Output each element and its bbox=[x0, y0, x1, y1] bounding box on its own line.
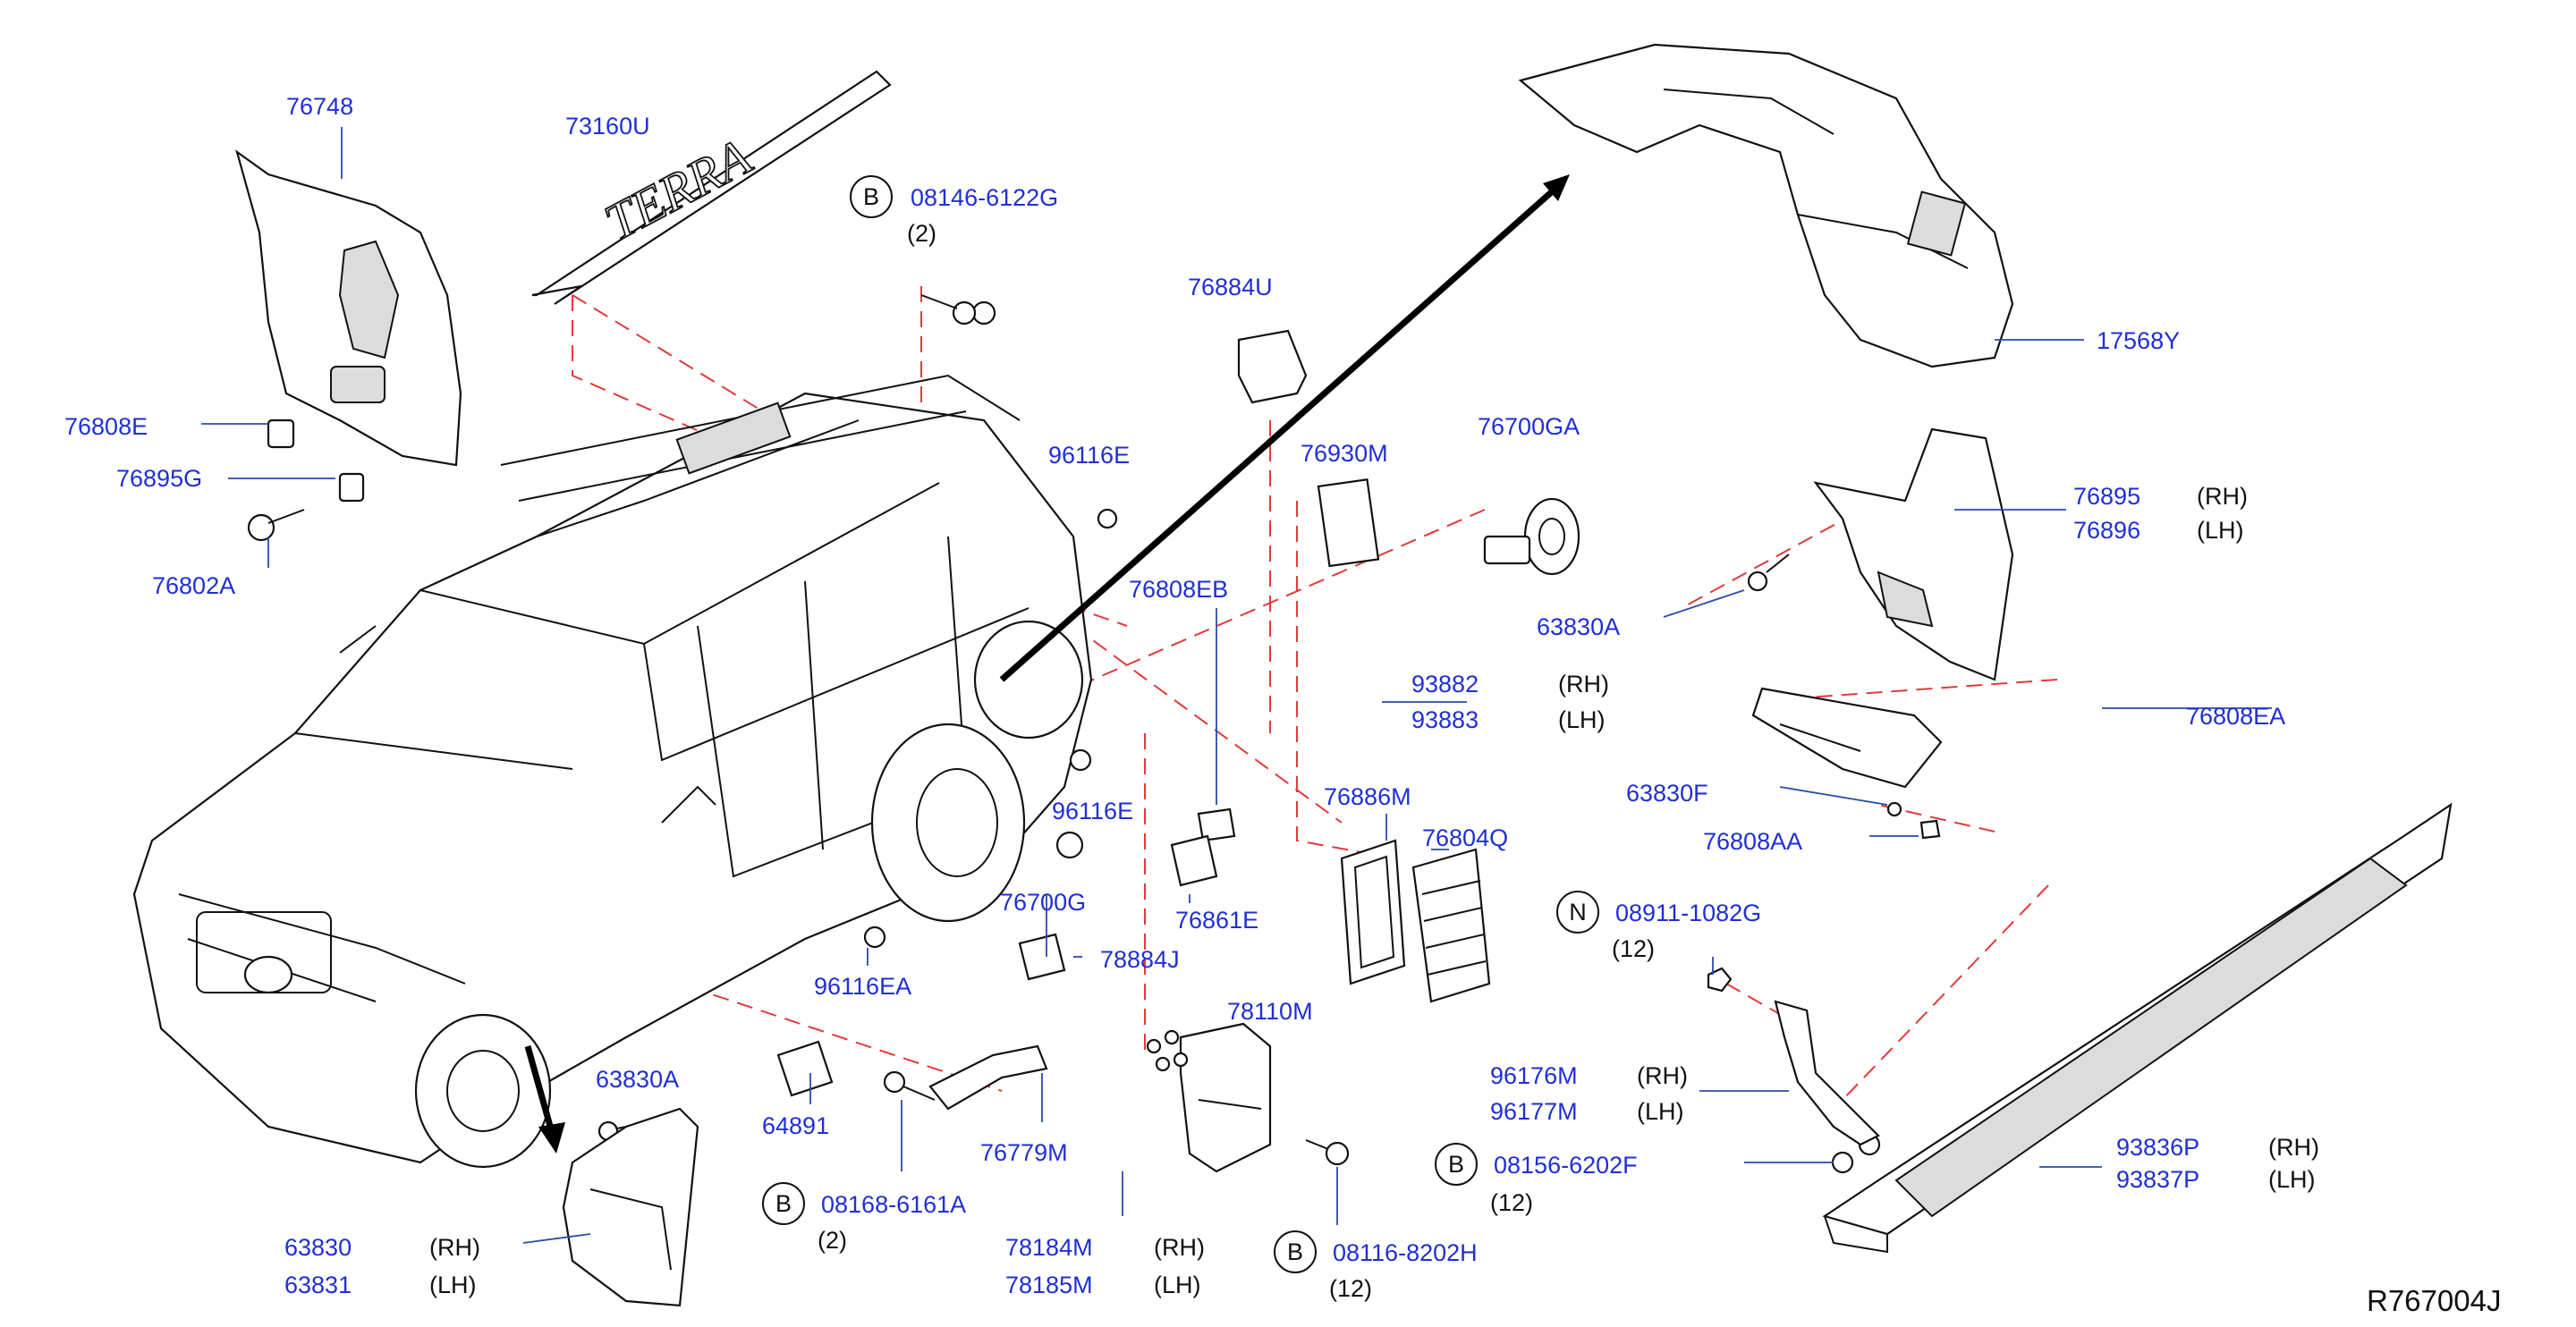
label-63831-lh: (LH) bbox=[429, 1272, 477, 1298]
label-78884j: 78884J bbox=[1100, 946, 1180, 973]
label-76886m: 76886M bbox=[1324, 783, 1411, 810]
label-93837p-lh: (LH) bbox=[2268, 1166, 2316, 1193]
clips-grommets bbox=[863, 508, 1941, 981]
leader-lines bbox=[201, 127, 2272, 1244]
label-96116ea: 96116EA bbox=[814, 973, 912, 1000]
label-63830-rh: (RH) bbox=[429, 1234, 480, 1261]
label-08168-6161a: 08168-6161A bbox=[821, 1191, 967, 1218]
fasteners-left bbox=[247, 300, 996, 542]
label-qty-08116: (12) bbox=[1329, 1275, 1373, 1302]
vents bbox=[1340, 839, 1491, 1003]
lower-brackets bbox=[776, 1022, 1272, 1173]
fender-liner-17568y bbox=[1518, 43, 2014, 368]
label-76895-rh: (RH) bbox=[2197, 483, 2248, 510]
label-63830: 63830 bbox=[284, 1234, 352, 1261]
label-96177m-lh: (LH) bbox=[1637, 1098, 1684, 1125]
label-76700ga: 76700GA bbox=[1478, 413, 1580, 440]
label-63831: 63831 bbox=[284, 1272, 352, 1298]
label-76808aa: 76808AA bbox=[1703, 828, 1803, 855]
label-64891: 64891 bbox=[762, 1112, 830, 1139]
label-08116-8202h: 08116-8202H bbox=[1333, 1239, 1478, 1266]
badge-b-08156: B bbox=[1435, 1143, 1478, 1186]
label-17568y: 17568Y bbox=[2097, 327, 2181, 354]
badge-b-08146: B bbox=[850, 175, 893, 218]
label-73160u: 73160U bbox=[565, 113, 650, 139]
label-78184m: 78184M bbox=[1005, 1234, 1093, 1261]
label-96176m-rh: (RH) bbox=[1637, 1062, 1688, 1089]
label-78184m-rh: (RH) bbox=[1154, 1234, 1205, 1261]
label-qty-08156: (12) bbox=[1490, 1189, 1534, 1216]
label-76700g: 76700G bbox=[1000, 889, 1087, 916]
label-76861e: 76861E bbox=[1175, 907, 1259, 934]
label-96176m: 96176M bbox=[1490, 1062, 1578, 1089]
label-76896-lh: (LH) bbox=[2197, 517, 2244, 544]
badge-n-08911: N bbox=[1556, 891, 1599, 934]
label-qty-08146: (2) bbox=[907, 220, 936, 247]
label-76779m: 76779M bbox=[980, 1139, 1068, 1166]
diagram-reference-code: R767004J bbox=[2367, 1284, 2502, 1317]
label-76802a: 76802A bbox=[152, 572, 236, 599]
label-78185m-lh: (LH) bbox=[1154, 1272, 1201, 1298]
label-76804q: 76804Q bbox=[1422, 824, 1509, 851]
label-76808eb: 76808EB bbox=[1129, 576, 1229, 603]
label-78185m: 78185M bbox=[1005, 1272, 1093, 1298]
label-08156-6202f: 08156-6202F bbox=[1494, 1152, 1638, 1179]
label-96177m: 96177M bbox=[1490, 1098, 1578, 1125]
front-mud-flap-63830 bbox=[562, 1107, 699, 1307]
label-76808e: 76808E bbox=[64, 413, 148, 440]
label-78110m: 78110M bbox=[1227, 998, 1313, 1025]
label-96116e-mid: 96116E bbox=[1052, 798, 1134, 824]
vehicle-illustration bbox=[132, 374, 1093, 1169]
label-93836p: 93836P bbox=[2116, 1134, 2200, 1161]
label-76884u: 76884U bbox=[1188, 274, 1273, 300]
label-93882-rh: (RH) bbox=[1558, 671, 1609, 697]
pointer-arrows bbox=[524, 174, 1570, 1154]
label-63830a-front: 63830A bbox=[596, 1066, 680, 1093]
label-63830f: 63830F bbox=[1626, 780, 1708, 807]
label-qty-08168: (2) bbox=[818, 1227, 847, 1254]
label-76808ea: 76808EA bbox=[2186, 703, 2286, 730]
label-76895: 76895 bbox=[2073, 483, 2141, 510]
label-qty-08911: (12) bbox=[1612, 935, 1656, 962]
label-93883: 93883 bbox=[1411, 706, 1479, 733]
label-93882: 93882 bbox=[1411, 671, 1479, 697]
step-bracket-96176m bbox=[1774, 1000, 1880, 1146]
label-63830a-rear: 63830A bbox=[1537, 613, 1621, 640]
label-96116e-top: 96116E bbox=[1048, 442, 1131, 469]
fuel-door-parts bbox=[1237, 329, 1580, 576]
label-76748: 76748 bbox=[286, 93, 354, 120]
label-93837p: 93837P bbox=[2116, 1166, 2200, 1193]
bolts bbox=[597, 294, 1881, 1174]
running-board-93836p bbox=[1822, 802, 2453, 1254]
label-08146-6122g: 08146-6122G bbox=[911, 184, 1059, 211]
inner-panel-76748 bbox=[235, 149, 462, 467]
emblem-73160u: TERRA bbox=[531, 70, 892, 305]
badge-b-08116: B bbox=[1274, 1230, 1317, 1273]
badge-b-08168: B bbox=[762, 1182, 805, 1225]
mud-guard-rear bbox=[1751, 687, 1943, 789]
emblem-lettering: TERRA bbox=[596, 127, 761, 251]
splash-guard-76895 bbox=[1813, 427, 2014, 681]
label-93836p-rh: (RH) bbox=[2268, 1134, 2319, 1161]
label-08911-1082g: 08911-1082G bbox=[1615, 900, 1762, 926]
label-76896: 76896 bbox=[2073, 517, 2141, 544]
label-93883-lh: (LH) bbox=[1558, 706, 1606, 733]
label-76930m: 76930M bbox=[1301, 440, 1388, 467]
label-76895g: 76895G bbox=[116, 465, 203, 492]
